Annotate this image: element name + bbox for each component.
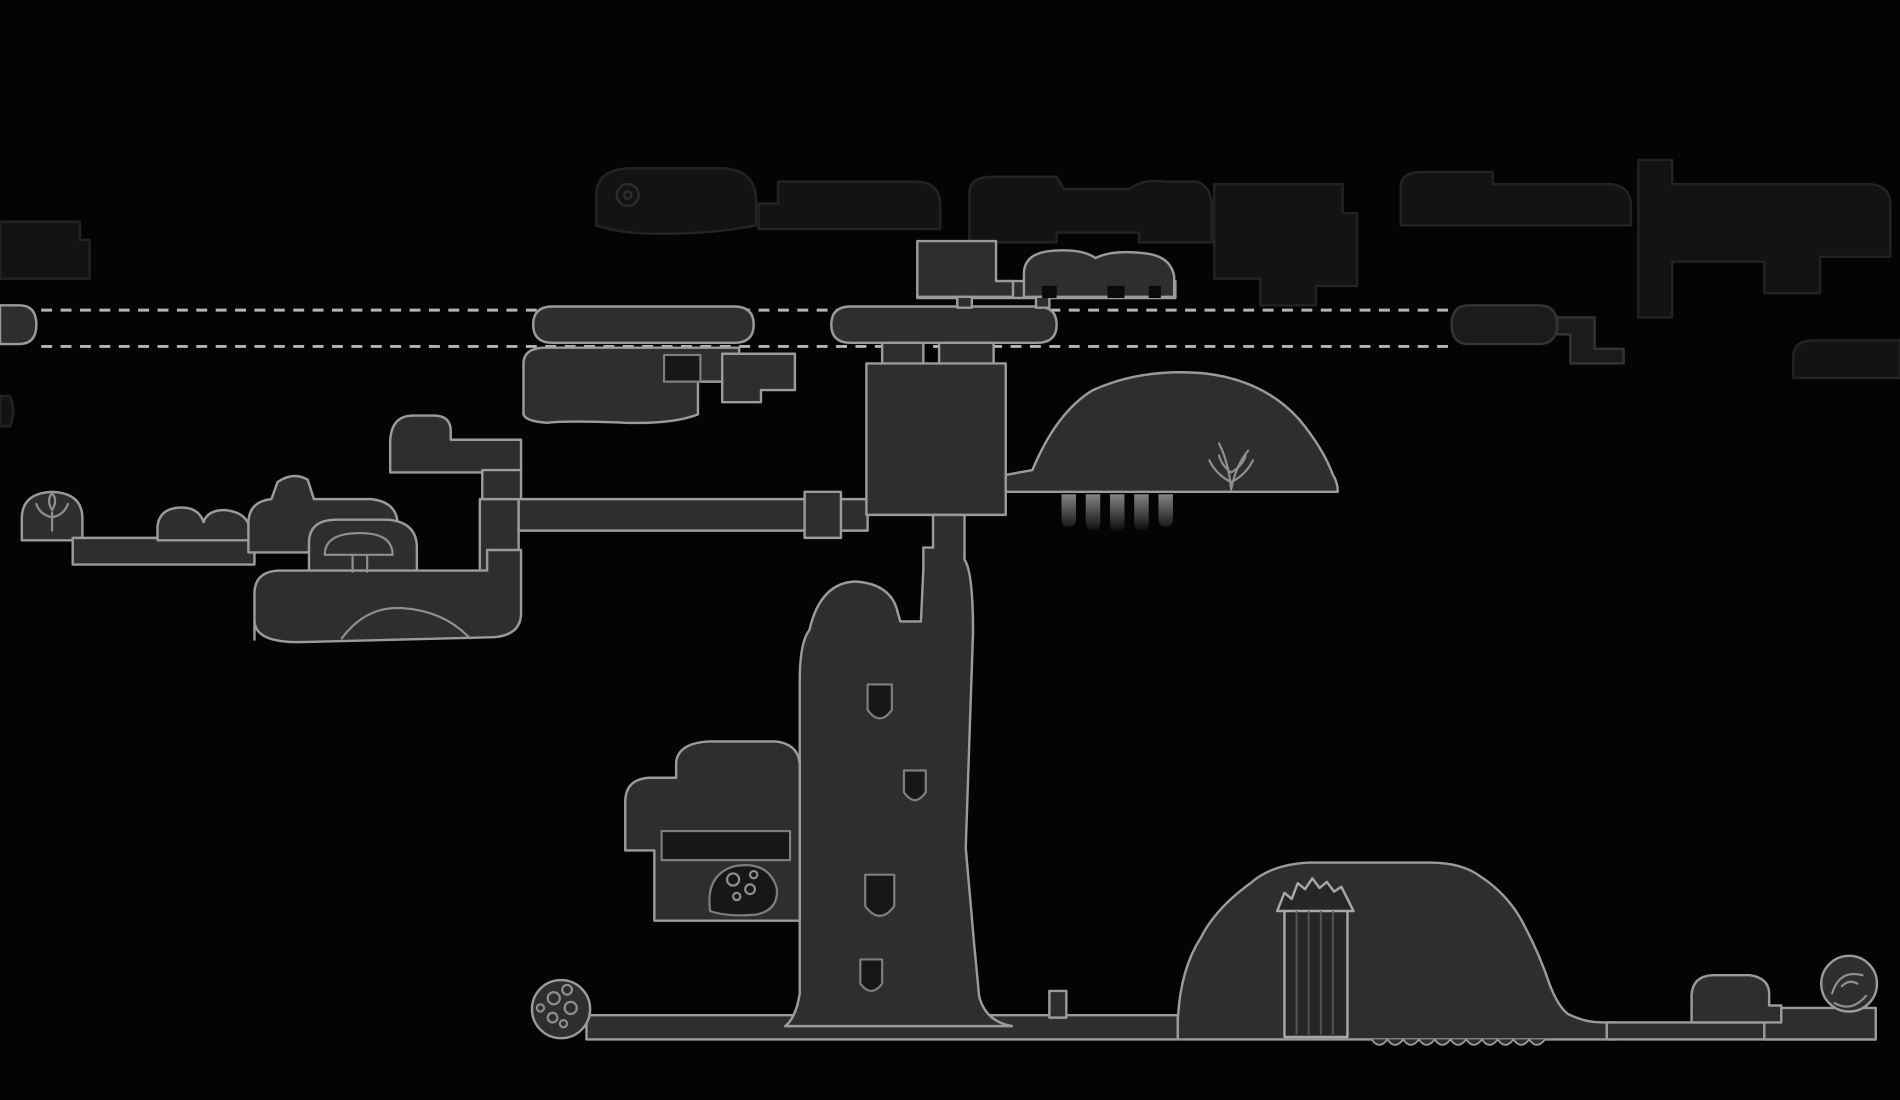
silo-stripes: [1295, 911, 1334, 1035]
room-under-capsule: [522, 346, 741, 425]
bg-room-right-complex: [1637, 158, 1892, 319]
bg-room-left-small-blob: [0, 394, 15, 428]
bg-room-block-a: [757, 180, 942, 231]
room-south-mound: [1176, 861, 1618, 1041]
room-corridor-collar: [803, 490, 843, 540]
tower-niche-c: [864, 873, 896, 917]
room-south-hall: [253, 548, 523, 644]
room-bump-cluster: [156, 506, 253, 542]
room-north-link: [481, 468, 523, 503]
silo-body: [1283, 907, 1349, 1039]
snail-glyph-icon: [615, 183, 640, 208]
room-edge-capsule: [0, 304, 38, 346]
silo-crown-icon: [1275, 877, 1355, 913]
bg-room-snail-house: [594, 167, 758, 236]
under-room-notch: [662, 353, 702, 383]
room-east-hill: [1004, 371, 1339, 494]
room-link-c: [956, 295, 974, 309]
flower-icon: [35, 491, 69, 532]
bg-room-right-pipe: [1450, 304, 1559, 346]
pebbles-cave-icon: [725, 869, 759, 902]
fern-icon: [1208, 442, 1255, 491]
room-central-hall: [865, 362, 1007, 517]
tower-niche-d: [859, 958, 884, 993]
background-room-layer: [0, 158, 1900, 428]
room-long-corridor: [517, 497, 869, 532]
bg-room-block-d: [1399, 170, 1633, 227]
crown-notch-b: [1107, 285, 1125, 299]
room-capsule-east: [830, 305, 1058, 345]
room-crown-block-west: [916, 239, 1015, 299]
annex-notch: [660, 829, 792, 862]
room-under-steps: [720, 352, 797, 404]
hanging-roots-icon: [1061, 494, 1173, 534]
room-great-tower: [783, 513, 1014, 1028]
bg-room-block-c: [1212, 182, 1359, 307]
room-ball-east: [1820, 954, 1879, 1013]
niche-layer: [660, 285, 1161, 993]
mushroom-icon: [323, 531, 394, 573]
bg-room-block-b: [968, 175, 1213, 244]
room-north-block: [388, 414, 523, 474]
room-strip-post: [1048, 989, 1068, 1019]
room-ball-west: [530, 978, 592, 1040]
room-mushroom: [307, 518, 419, 581]
crown-notch-a: [1042, 285, 1057, 299]
bg-room-right-pipe-steps: [1555, 316, 1625, 365]
bg-room-right-low-shelf: [1792, 339, 1900, 380]
curl-east-icon: [1831, 972, 1868, 1008]
pebbles-west-icon: [535, 983, 578, 1029]
hillock-icon: [340, 606, 472, 640]
room-link-d: [1034, 295, 1051, 309]
room-bump-east: [1690, 974, 1783, 1024]
room-crown-mound: [1022, 249, 1176, 299]
decoration-layer: [35, 442, 1868, 1029]
crown-notch-c: [1148, 285, 1161, 299]
tower-niche-a: [866, 683, 893, 720]
room-capsule-west: [531, 305, 755, 345]
bg-room-top-left: [0, 220, 91, 280]
silo-tower: [1275, 877, 1355, 1039]
tower-niche-b: [902, 769, 927, 802]
mound-teeth: [1370, 1037, 1546, 1046]
room-west-corridor: [71, 536, 256, 566]
